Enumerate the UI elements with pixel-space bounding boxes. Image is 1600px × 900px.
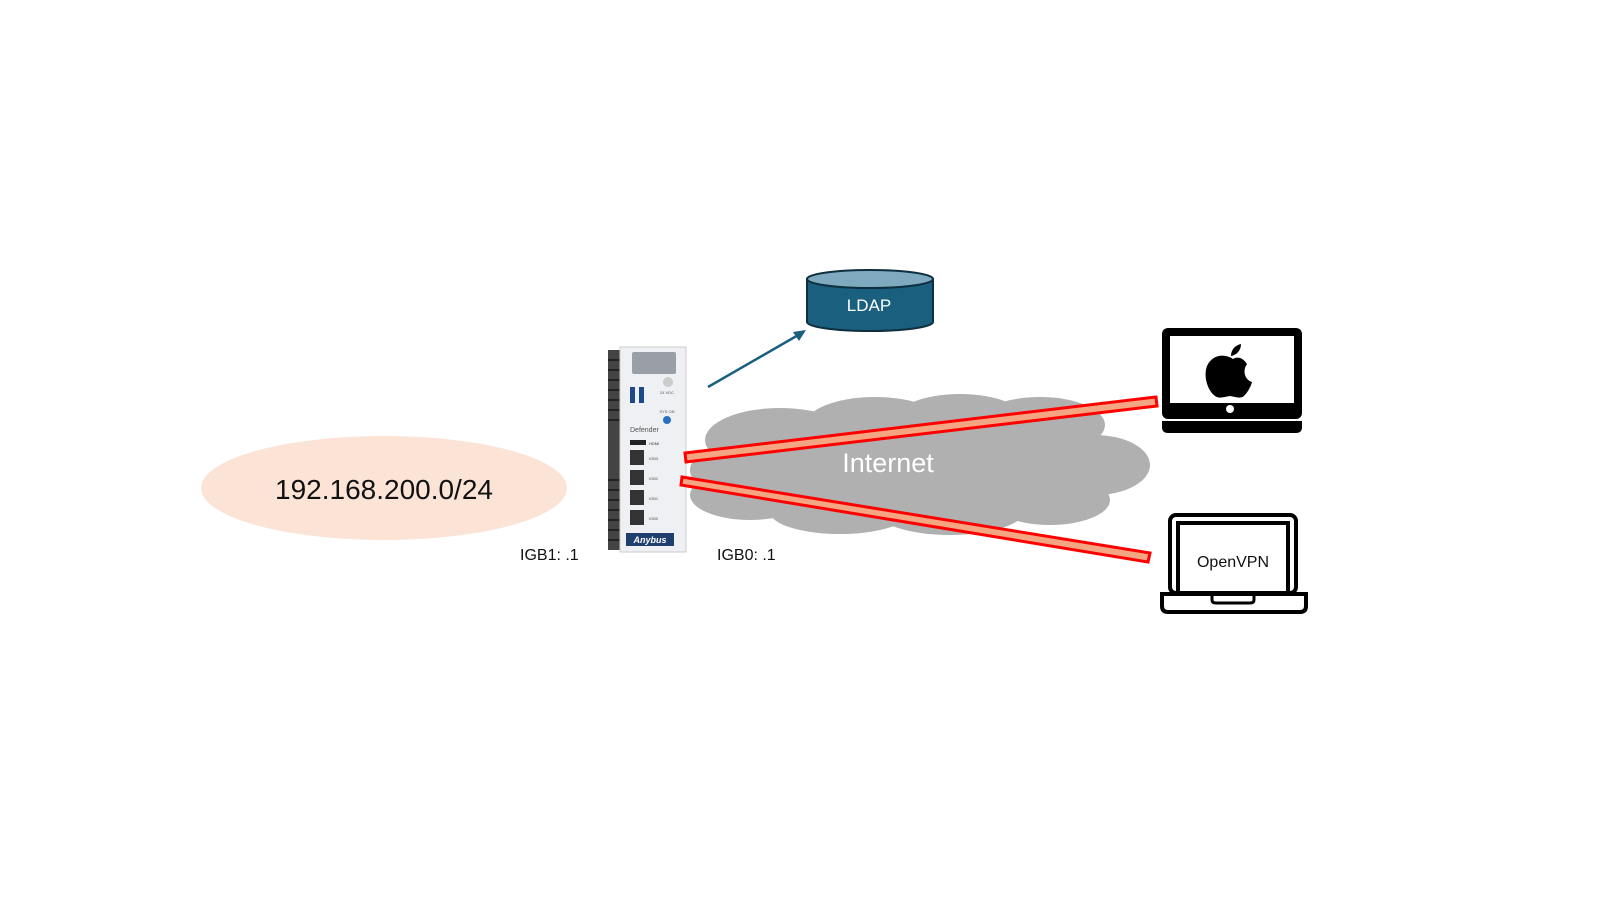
svg-text:IGB0: IGB0: [649, 516, 659, 521]
hdmi-label: HDMI: [649, 441, 659, 446]
openvpn-label: OpenVPN: [1197, 554, 1269, 571]
power-label: 24 VDC: [660, 390, 674, 395]
ldap-arrow: [707, 330, 806, 389]
svg-text:IGB3: IGB3: [649, 456, 659, 461]
lan-network: 192.168.200.0/24: [201, 436, 567, 540]
lan-label: 192.168.200.0/24: [275, 474, 493, 505]
svg-text:IGB1: IGB1: [649, 496, 659, 501]
status-label: SYS ON: [659, 409, 674, 414]
apple-laptop: [1162, 328, 1302, 433]
defender-device: 24 VDC SYS ON Defender HDMI IGB3 IGB2 IG…: [608, 346, 687, 553]
openvpn-laptop: OpenVPN: [1160, 513, 1308, 614]
vpn-tunnel-openvpn: [679, 475, 1152, 564]
igb0-label: IGB0: .1: [717, 547, 776, 564]
svg-text:IGB2: IGB2: [649, 476, 659, 481]
ldap-server: LDAP: [806, 269, 934, 332]
vpn-tunnel-apple: [683, 395, 1159, 464]
device-name: Defender: [630, 427, 659, 434]
brand-logo: Anybus: [632, 535, 666, 545]
lan-ellipse: [201, 436, 567, 540]
apple-logo-icon: [1205, 344, 1252, 398]
ldap-label: LDAP: [847, 296, 891, 315]
device-ports: IGB3 IGB2 IGB1 IGB0: [630, 450, 659, 525]
internet-label: Internet: [842, 448, 934, 478]
igb1-label: IGB1: .1: [520, 547, 579, 564]
